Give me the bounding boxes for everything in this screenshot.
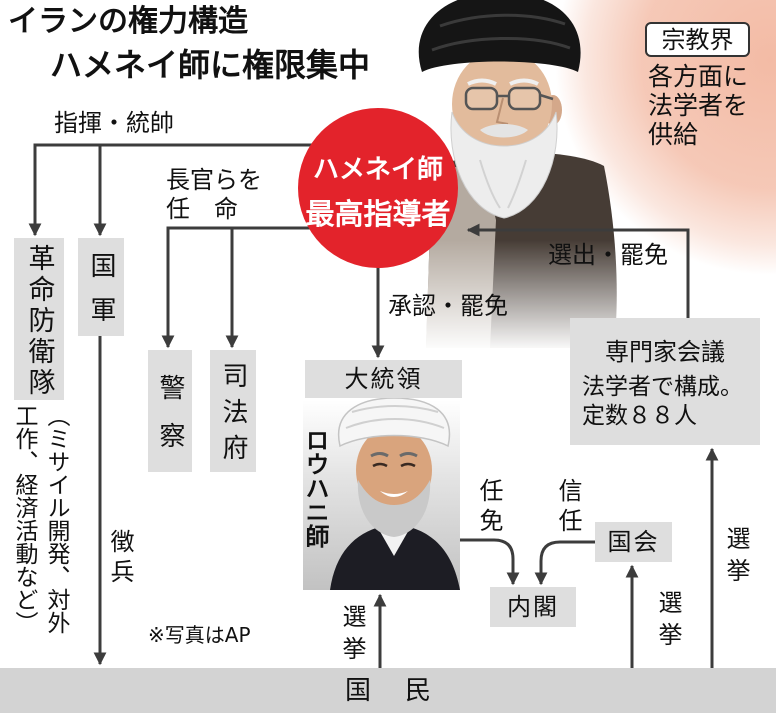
religious-sphere-line: 供給 (648, 120, 748, 149)
confidence-arrow-to-cabinet (541, 542, 595, 584)
election-label-president: 選挙 (340, 604, 364, 668)
assembly-of-experts-detail: 法学者で構成。 (582, 376, 760, 399)
religious-sphere-badge-label: 宗教界 (662, 28, 734, 52)
people-bar: 国民 (0, 668, 776, 713)
parliament-label: 国会 (608, 530, 660, 554)
people-label: 国民 (311, 678, 465, 704)
judiciary-label: 司法府 (220, 352, 246, 470)
command-label: 指揮・統帥 (54, 111, 174, 135)
supreme-leader-circle (298, 108, 458, 268)
president-label: 大統領 (345, 367, 423, 391)
irgc-label: 革命防衛隊 (26, 240, 53, 399)
khamenei-turban (419, 0, 581, 72)
appoint-dismiss-arrow-to-cabinet (460, 540, 513, 584)
appoint-arrow-to-police (168, 228, 318, 347)
khamenei-glasses-right-lens (509, 88, 540, 109)
president-name-label: ロウハニ師 (303, 428, 327, 548)
appoint-label-line2: 任命 (166, 197, 262, 221)
elect-dismiss-label: 選出・罷免 (548, 243, 668, 267)
election-label-parliament: 選挙 (656, 590, 680, 654)
irgc-note-line: 工作、経済活動など） (8, 404, 40, 644)
confidence-label: 信任 (556, 478, 580, 538)
police-label: 警察 (157, 352, 183, 470)
cabinet-label: 内閣 (507, 595, 559, 619)
irgc-note-line: （ミサイル開発、対外 (40, 404, 72, 644)
cabinet-box: 内閣 (490, 587, 576, 627)
appoint-dismiss-label: 任免 (477, 478, 501, 538)
army-label: 国軍 (88, 234, 114, 340)
religious-sphere-badge: 宗教界 (645, 22, 750, 57)
religious-sphere-line: 各方面に (648, 62, 748, 91)
assembly-of-experts-box: 専門家会議 法学者で構成。 定数８８人 (570, 318, 760, 445)
assembly-of-experts-title: 専門家会議 (570, 340, 760, 364)
supreme-leader-title: 最高指導者 (298, 200, 458, 229)
assembly-of-experts-detail: 定数８８人 (582, 405, 760, 428)
religious-sphere-line: 法学者を (648, 91, 748, 120)
approve-dismiss-label: 承認・罷免 (388, 294, 508, 318)
police-box: 警察 (148, 350, 192, 472)
diagram-subtitle: ハメネイ師に権限集中 (50, 49, 370, 81)
irgc-activities-note: （ミサイル開発、対外 工作、経済活動など） (8, 404, 72, 644)
parliament-box: 国会 (595, 522, 672, 562)
photo-credit: ※写真はAP (148, 625, 251, 645)
president-box: 大統領 (305, 360, 462, 398)
diagram-title: イランの権力構造 (8, 7, 248, 37)
judiciary-box: 司法府 (210, 350, 256, 472)
supreme-leader-name: ハメネイ師 (298, 157, 458, 183)
election-label-experts: 選挙 (724, 526, 748, 590)
army-box: 国軍 (78, 238, 124, 336)
khamenei-glasses-left-lens (466, 88, 497, 109)
religious-sphere-description: 各方面に 法学者を 供給 (648, 62, 748, 149)
appoint-label-line1: 長官らを (166, 168, 262, 192)
irgc-box: 革命防衛隊 (14, 238, 64, 400)
conscription-label: 徴兵 (108, 529, 132, 589)
